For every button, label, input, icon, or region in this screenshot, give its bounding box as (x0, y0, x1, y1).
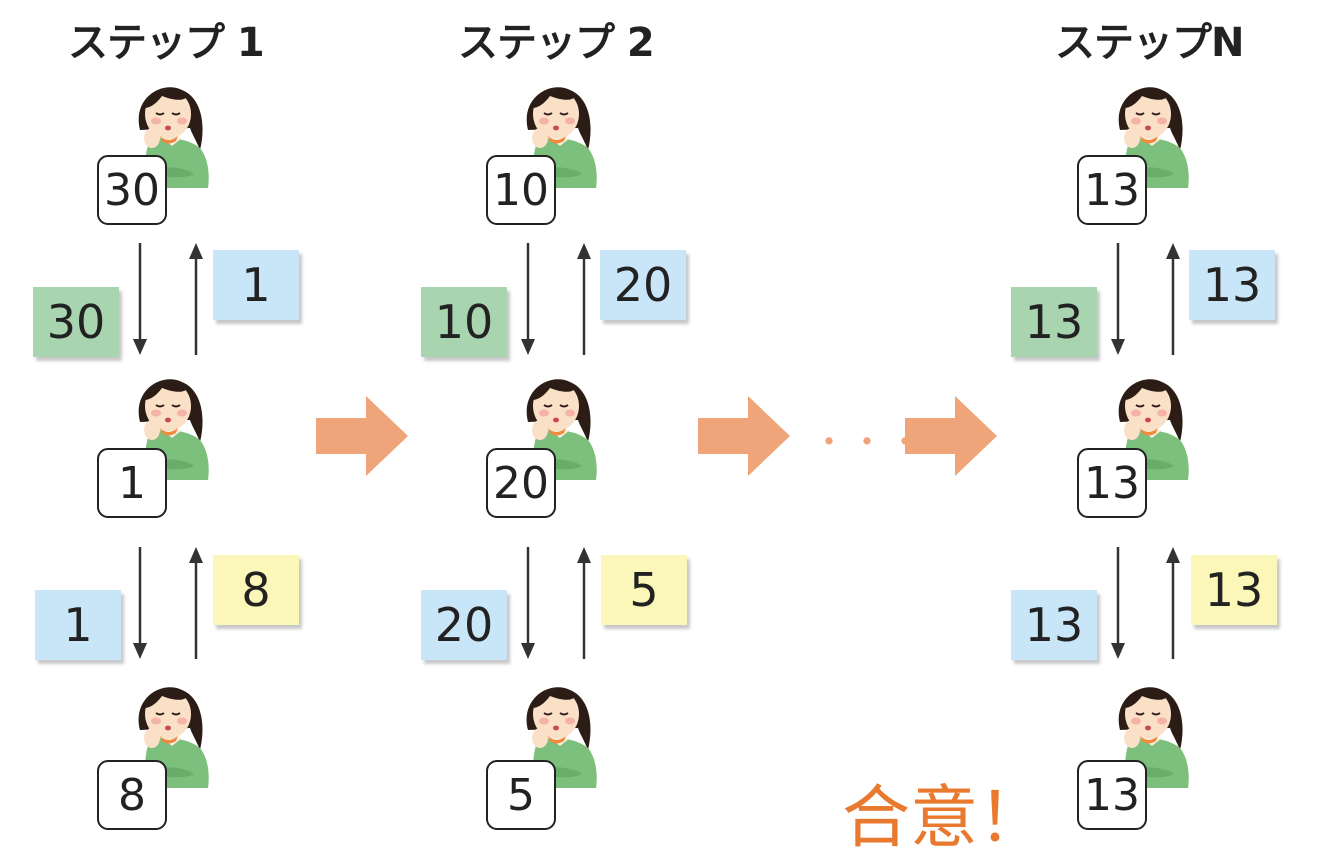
sticky-note-blue: 13 (1011, 590, 1097, 660)
down-arrow-icon (518, 243, 538, 355)
value-box: 5 (486, 760, 556, 830)
step-1-title: ステップ 1 (68, 20, 265, 66)
sticky-note-blue: 1 (213, 250, 299, 320)
sticky-note-green: 13 (1011, 287, 1097, 357)
value-box: 1 (97, 448, 167, 518)
sticky-note-green: 10 (421, 287, 507, 357)
sticky-note-green: 30 (33, 287, 119, 357)
sticky-note-blue: 20 (600, 250, 686, 320)
ellipsis: ・・・ (812, 423, 926, 463)
up-arrow-icon (1163, 243, 1183, 355)
value-box: 13 (1077, 448, 1147, 518)
value-box: 13 (1077, 155, 1147, 225)
sticky-note-blue: 13 (1189, 250, 1275, 320)
value-box: 10 (486, 155, 556, 225)
flow-arrow-icon (316, 396, 408, 476)
value-box: 30 (97, 155, 167, 225)
up-arrow-icon (574, 547, 594, 659)
sticky-note-yellow: 5 (601, 555, 687, 625)
sticky-note-blue: 20 (421, 590, 507, 660)
down-arrow-icon (1108, 547, 1128, 659)
down-arrow-icon (518, 547, 538, 659)
value-box: 20 (486, 448, 556, 518)
sticky-note-blue: 1 (35, 590, 121, 660)
up-arrow-icon (574, 243, 594, 355)
value-box: 13 (1077, 760, 1147, 830)
up-arrow-icon (186, 547, 206, 659)
sticky-note-yellow: 8 (213, 555, 299, 625)
step-n-title: ステップN (1055, 20, 1244, 66)
down-arrow-icon (130, 547, 150, 659)
consensus-label: 合意！ (842, 779, 1047, 858)
up-arrow-icon (186, 243, 206, 355)
down-arrow-icon (130, 243, 150, 355)
up-arrow-icon (1163, 547, 1183, 659)
flow-arrow-icon (698, 396, 790, 476)
flow-arrow-icon (905, 396, 997, 476)
sticky-note-yellow: 13 (1191, 555, 1277, 625)
value-box: 8 (97, 760, 167, 830)
down-arrow-icon (1108, 243, 1128, 355)
step-2-title: ステップ 2 (458, 20, 655, 66)
